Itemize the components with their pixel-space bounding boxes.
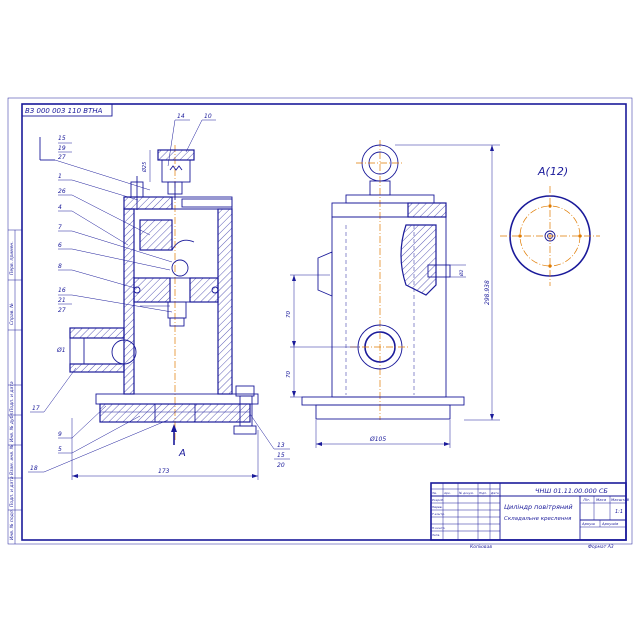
top-stamp-text: ВЗ 000 003 110 ВТНА	[25, 107, 103, 115]
callout-14: 14	[177, 113, 185, 120]
side-strip: Перв. примен. Справ. № Подп. и дата Инв.…	[8, 229, 22, 544]
col-lit: Літ.	[582, 497, 590, 502]
callout-18: 18	[30, 465, 38, 472]
callout-27b: 27	[58, 307, 66, 314]
row-label-4: Дата	[490, 491, 499, 495]
view-arrow-label: А	[178, 448, 186, 459]
callout-5: 5	[58, 446, 62, 453]
dim-left-width-text: 173	[158, 468, 170, 475]
callout-10: 10	[204, 113, 212, 120]
section-label: А(12)	[537, 165, 568, 178]
strip-label-1: Перв. примен.	[9, 241, 15, 275]
row-label-3: Підп.	[479, 491, 487, 495]
dimension-left-width: 173	[71, 418, 259, 480]
dim-base-width-text: Ø105	[369, 436, 386, 443]
callout-16: 16	[58, 287, 66, 294]
title-block: ЧНШ 01.11.00.000 СБ Циліндр повітряний С…	[430, 482, 630, 541]
col-scale: Масштаб	[611, 497, 630, 502]
row-label-8: Н.контр.	[432, 526, 445, 530]
callout-1: 1	[58, 173, 62, 180]
callout-15r: 15	[277, 452, 285, 459]
row-label-2: № докум.	[458, 491, 474, 495]
sheet-label: Аркуш	[581, 521, 596, 526]
callouts-right: 13 15 20	[249, 413, 290, 469]
strip-label-3: Подп. и дата	[9, 381, 15, 412]
row-label-7: Т.контр.	[432, 512, 445, 516]
dim-v2-text: 70	[286, 371, 292, 378]
name-line-1: Циліндр повітряний	[504, 503, 573, 511]
section-a-view: А(12)	[500, 165, 600, 286]
callout-21: 21	[58, 297, 66, 304]
front-section-view	[69, 145, 259, 440]
dim-top-height-text: Ø25	[141, 162, 148, 173]
callout-8: 8	[58, 263, 62, 270]
strip-label-6: Подп. и дата	[9, 476, 15, 507]
dim-port-text: Ø2	[458, 269, 465, 277]
col-mass: Маса	[596, 497, 607, 502]
sheets-label: Аркушів	[601, 521, 619, 526]
side-view	[301, 140, 465, 420]
callout-26: 26	[58, 188, 66, 195]
side-view-dimensions: Ø105 298.938 70 70 Ø2	[286, 144, 500, 448]
callout-20: 20	[277, 462, 285, 469]
doc-number: ЧНШ 01.11.00.000 СБ	[535, 487, 608, 495]
callout-4: 4	[58, 204, 62, 211]
callout-9: 9	[58, 431, 62, 438]
callout-15: 15	[58, 135, 66, 142]
view-arrow-a: А	[171, 424, 186, 459]
callout-19: 19	[58, 145, 66, 152]
outer-frame	[7, 97, 633, 545]
row-label-1: Арк.	[443, 491, 451, 495]
dimension-top-height: Ø25	[141, 150, 151, 182]
strip-label-2: Справ. №	[9, 303, 15, 325]
scale-value: 1:1	[615, 509, 623, 515]
dim-total-height-text: 298.938	[484, 280, 491, 305]
strip-label-7: Инв. № подл.	[9, 509, 15, 540]
callout-17: 17	[32, 405, 40, 412]
callout-7: 7	[58, 224, 62, 231]
row-label-6: Перев.	[432, 505, 443, 509]
format-label: Формат А3	[588, 544, 614, 550]
copied-label: Копіював	[470, 544, 492, 550]
row-label-5: Розроб.	[432, 498, 444, 502]
top-stamp: ВЗ 000 003 110 ВТНА	[21, 103, 113, 117]
row-label-9: Затв.	[432, 533, 440, 537]
inner-frame	[21, 103, 627, 541]
callout-27a: 27	[58, 154, 66, 161]
strip-label-4: Инв. № дубл.	[9, 411, 15, 442]
dim-v1-text: 70	[286, 311, 292, 318]
callout-6: 6	[58, 242, 62, 249]
name-line-2: Складальне креслення	[504, 516, 572, 522]
row-label-0: Зм.	[432, 491, 437, 495]
callout-13: 13	[277, 442, 285, 449]
strip-label-5: Взам. инв. №	[9, 444, 15, 475]
dim-pipe-text: Ø1	[56, 347, 66, 354]
callouts-left: 15 19 27 1 26 4 7 6 8 16 21 27 17 9 5 18	[28, 135, 173, 473]
callouts-top: 14 10	[167, 113, 216, 167]
